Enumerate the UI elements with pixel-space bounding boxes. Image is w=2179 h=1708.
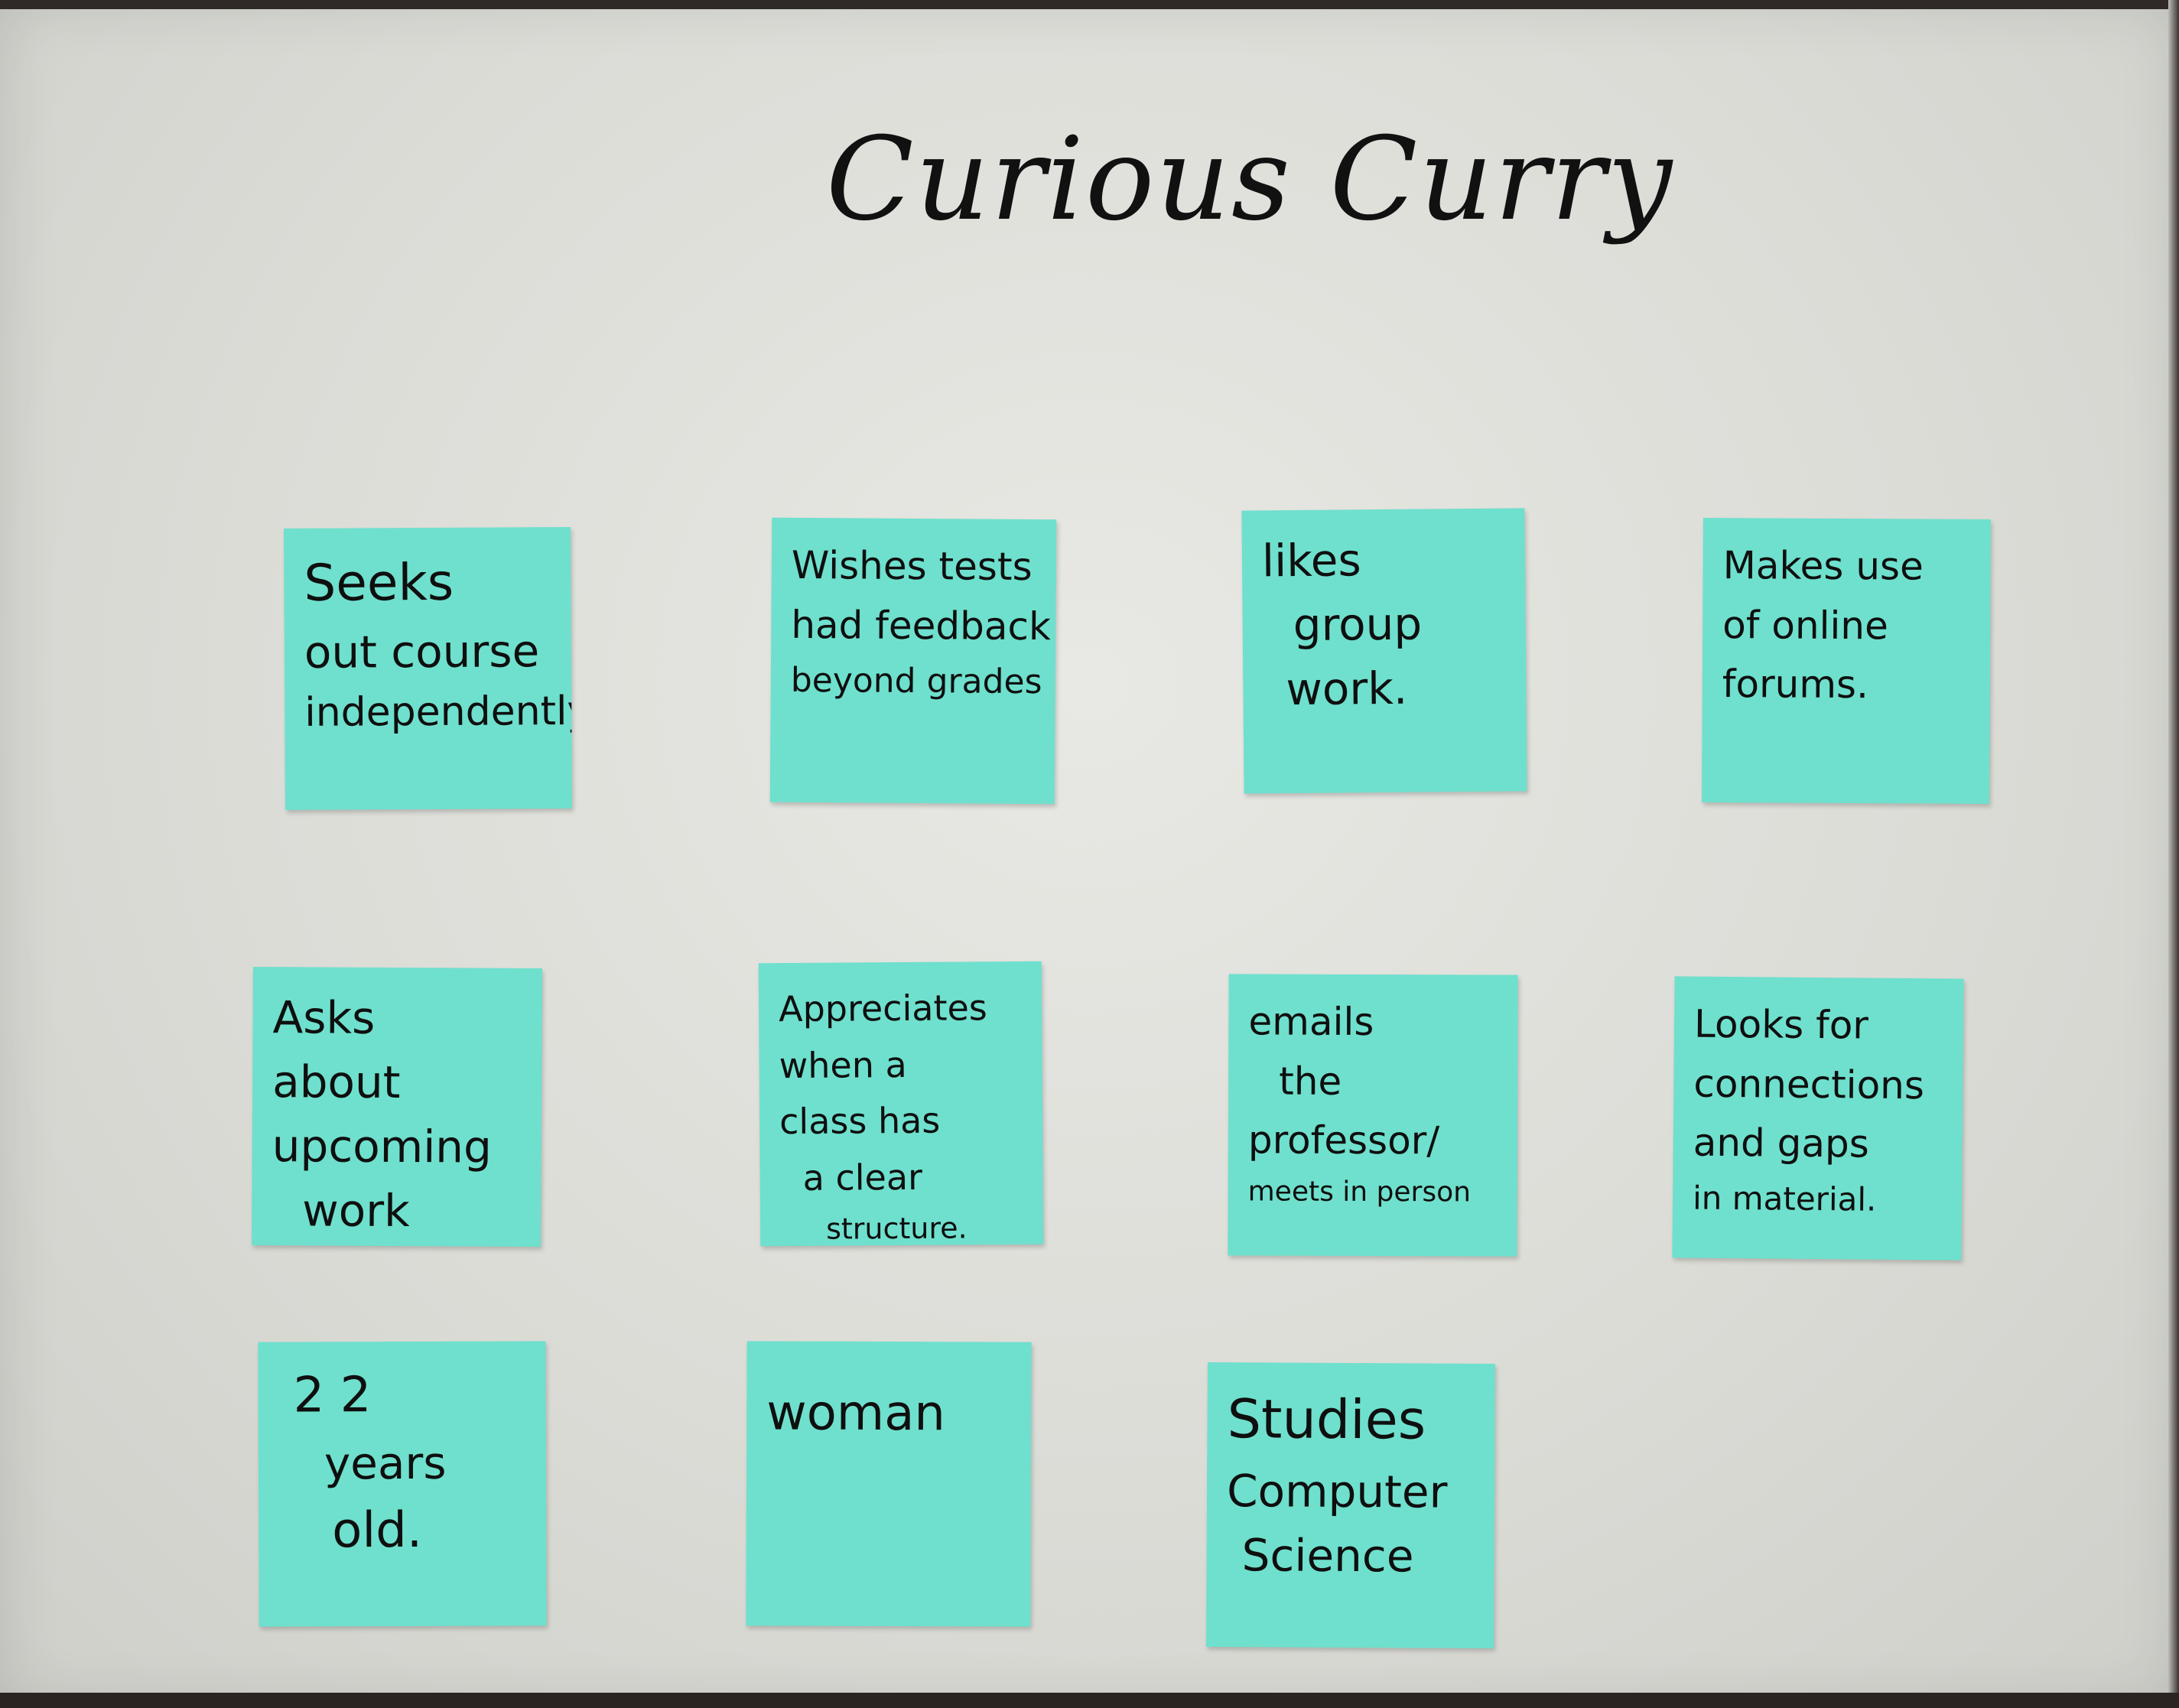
note-line: likes bbox=[1261, 534, 1361, 587]
note-line: beyond grades bbox=[790, 660, 1042, 702]
sticky-note-emails: emails the professor/ meets in person bbox=[1228, 974, 1518, 1257]
board-bottom-edge bbox=[0, 1693, 2179, 1708]
note-line: work bbox=[302, 1184, 410, 1238]
note-line: Makes use bbox=[1722, 543, 1924, 589]
sticky-note-forums: Makes use of online forums. bbox=[1702, 518, 1991, 804]
note-line: the bbox=[1279, 1059, 1342, 1104]
note-line: structure. bbox=[825, 1211, 968, 1247]
note-line: when a bbox=[779, 1043, 907, 1086]
note-line: Science bbox=[1241, 1528, 1414, 1583]
note-line: woman bbox=[766, 1384, 946, 1443]
note-line: Computer bbox=[1226, 1464, 1448, 1518]
note-line: forums. bbox=[1722, 662, 1869, 708]
sticky-note-tests: Wishes tests had feedback beyond grades bbox=[769, 517, 1057, 805]
note-line: about bbox=[272, 1056, 401, 1109]
note-line: Wishes tests bbox=[791, 542, 1033, 590]
note-line: years bbox=[324, 1436, 447, 1490]
note-line: Seeks bbox=[304, 552, 454, 613]
note-line: Appreciates bbox=[778, 987, 987, 1030]
note-line: Asks bbox=[272, 991, 376, 1044]
sticky-note-seeks: Seeks out course independently bbox=[284, 527, 572, 810]
board-right-edge bbox=[2168, 0, 2179, 1708]
note-line: and gaps bbox=[1693, 1120, 1870, 1166]
note-line: old. bbox=[332, 1501, 423, 1560]
sticky-note-woman: woman bbox=[746, 1341, 1032, 1627]
persona-title: Curious Curry bbox=[826, 113, 1674, 246]
note-line: had feedback bbox=[791, 602, 1052, 649]
note-line: professor/ bbox=[1247, 1118, 1440, 1163]
sticky-note-age: 2 2 years old. bbox=[258, 1341, 547, 1627]
note-line: Looks for bbox=[1693, 1001, 1869, 1048]
board-top-edge bbox=[0, 0, 2179, 9]
sticky-note-asks: Asks about upcoming work bbox=[252, 967, 542, 1247]
note-line: group bbox=[1293, 597, 1423, 652]
note-line: in material. bbox=[1692, 1179, 1877, 1218]
sticky-note-group: likes group work. bbox=[1241, 508, 1527, 794]
note-line: upcoming bbox=[272, 1120, 493, 1173]
note-line: 2 2 bbox=[293, 1367, 372, 1424]
note-line: Studies bbox=[1227, 1388, 1426, 1452]
sticky-note-structure: Appreciates when a class has a clear str… bbox=[758, 961, 1044, 1247]
note-line: a clear bbox=[802, 1156, 923, 1199]
sticky-note-connections: Looks for connections and gaps in materi… bbox=[1672, 976, 1964, 1261]
note-line: independently bbox=[304, 688, 572, 736]
note-line: of online bbox=[1722, 602, 1889, 648]
note-line: out course bbox=[304, 624, 540, 678]
sticky-note-studies: Studies Computer Science bbox=[1206, 1362, 1495, 1648]
note-line: class has bbox=[779, 1099, 941, 1143]
note-line: work. bbox=[1286, 662, 1408, 716]
note-line: meets in person bbox=[1247, 1175, 1472, 1208]
note-line: connections bbox=[1693, 1061, 1925, 1108]
note-line: emails bbox=[1248, 999, 1374, 1045]
